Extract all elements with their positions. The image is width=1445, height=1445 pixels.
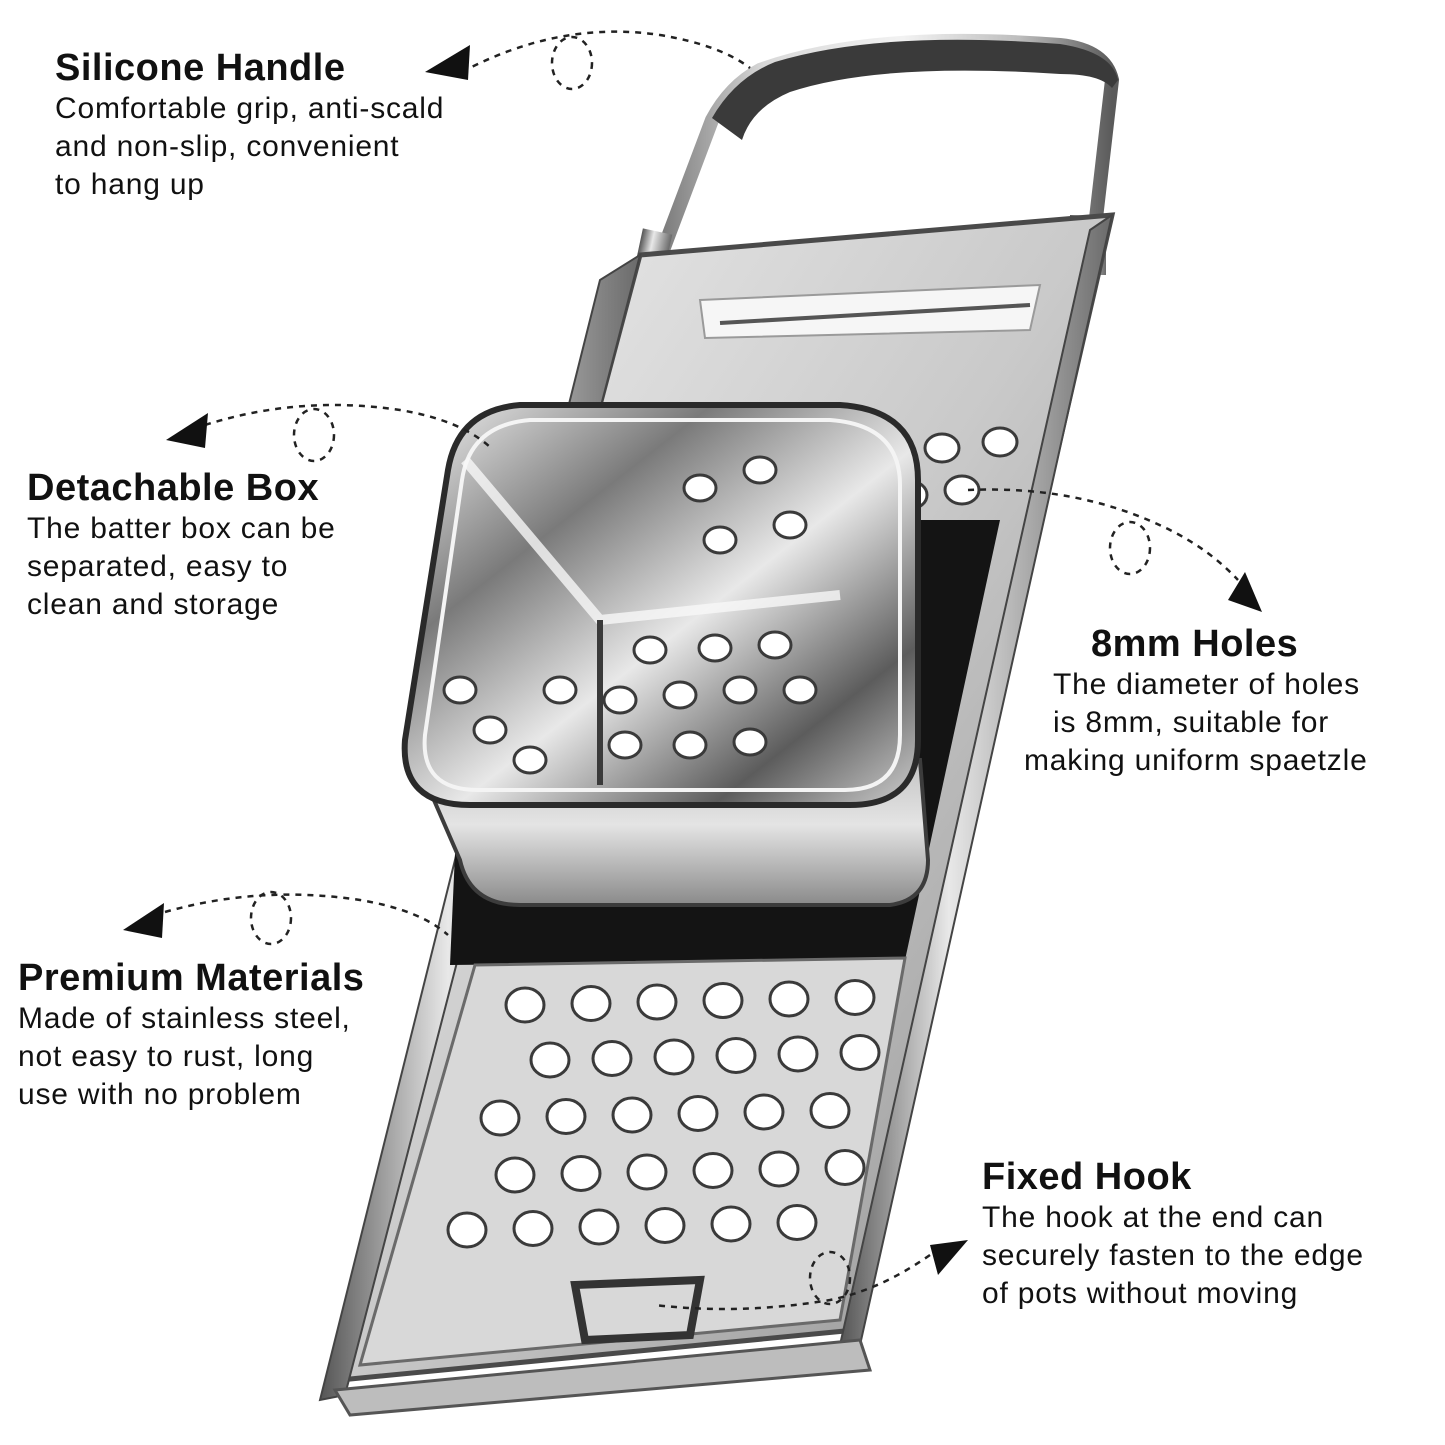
hole (512, 745, 548, 775)
hole (682, 473, 718, 503)
hole (777, 1035, 819, 1073)
description-line: The hook at the end can (982, 1201, 1324, 1234)
hole (839, 1034, 881, 1071)
lower-hole-grid (446, 979, 881, 1249)
hole (602, 685, 638, 715)
description-line: clean and storage (27, 588, 280, 621)
hole (653, 1038, 695, 1076)
feature-title: 8mm Holes (1091, 623, 1299, 665)
hole (772, 510, 808, 540)
feature-8mm-holes: 8mm Holes The diameter of holes is 8mm, … (1024, 622, 1368, 780)
feature-description: Made of stainless steel, not easy to rus… (18, 1000, 364, 1114)
hole (542, 675, 578, 705)
hole (494, 1156, 536, 1194)
hole (446, 1211, 488, 1249)
hole (545, 1098, 587, 1135)
hole (632, 635, 668, 665)
hole (644, 1207, 686, 1244)
feature-detachable-box: Detachable Box The batter box can be sep… (27, 466, 336, 624)
arrow-triangle-icon (166, 413, 208, 448)
hole (578, 1208, 620, 1246)
description-line: Made of stainless steel, (18, 1002, 351, 1035)
feature-title: Premium Materials (18, 957, 365, 999)
arrow-triangle-icon (123, 903, 164, 938)
description-line: of pots without moving (982, 1277, 1299, 1310)
callout-lines (164, 30, 1239, 1311)
feature-silicone-handle: Silicone Handle Comfortable grip, anti-s… (55, 46, 444, 204)
hole (662, 680, 698, 710)
hole (611, 1096, 653, 1134)
hole (782, 675, 818, 705)
hole (702, 982, 744, 1019)
hole (697, 633, 733, 663)
hole (722, 675, 758, 705)
description-line: making uniform spaetzle (1024, 744, 1368, 777)
arrow-triangle-icon (930, 1240, 968, 1275)
feature-description: The batter box can be separated, easy to… (27, 510, 336, 624)
hole (710, 1205, 752, 1243)
description-line: The batter box can be (27, 512, 336, 545)
hole (677, 1095, 719, 1132)
feature-description: Comfortable grip, anti-scald and non-sli… (55, 90, 444, 204)
hole (560, 1155, 602, 1192)
handle-grip (712, 39, 1118, 140)
description-line: separated, easy to (27, 550, 289, 583)
hole (607, 730, 643, 760)
dashed-loop-icon (292, 407, 336, 463)
hole (809, 1092, 851, 1129)
feature-description: The hook at the end can securely fasten … (982, 1199, 1364, 1313)
hole (504, 986, 546, 1024)
feature-premium-materials: Premium Materials Made of stainless stee… (18, 956, 364, 1114)
hole (743, 1093, 785, 1131)
box-hole-grid (442, 455, 818, 775)
description-line: to hang up (55, 168, 205, 201)
hole (692, 1152, 734, 1189)
arrow-triangle-icon (425, 45, 470, 80)
description-line: Comfortable grip, anti-scald (55, 92, 445, 125)
description-line: The diameter of holes (1053, 668, 1360, 701)
feature-title: Fixed Hook (982, 1156, 1192, 1198)
description-line: and non-slip, convenient (55, 130, 400, 163)
hole (742, 455, 778, 485)
hole (758, 1150, 800, 1188)
feature-description: The diameter of holes is 8mm, suitable f… (1024, 666, 1368, 780)
hole (943, 474, 981, 506)
feature-title: Detachable Box (27, 467, 320, 509)
fixed-hook (570, 1275, 705, 1345)
dashed-loop-icon (808, 1250, 852, 1306)
hole (732, 727, 768, 757)
feature-title: Silicone Handle (55, 47, 346, 89)
hole (672, 730, 708, 760)
hole (824, 1149, 866, 1186)
hole (529, 1041, 571, 1079)
detachable-box (401, 402, 931, 907)
description-line: use with no problem (18, 1078, 302, 1111)
description-line: not easy to rust, long (18, 1040, 315, 1073)
hole (472, 715, 508, 745)
hole (512, 1210, 554, 1247)
hole (702, 525, 738, 555)
hole (479, 1099, 521, 1137)
dashed-loop-icon (249, 890, 293, 946)
hole (636, 983, 678, 1021)
hole (757, 630, 793, 660)
hole (923, 432, 961, 464)
dashed-loop-icon (1108, 520, 1152, 576)
hole (715, 1037, 757, 1074)
callout-arrows (123, 45, 1262, 1275)
hole (768, 980, 810, 1018)
description-line: is 8mm, suitable for (1053, 706, 1330, 739)
description-line: securely fasten to the edge (982, 1239, 1364, 1272)
hole (442, 675, 478, 705)
feature-fixed-hook: Fixed Hook The hook at the end can secur… (982, 1155, 1364, 1313)
hole (591, 1040, 633, 1077)
hole (981, 426, 1019, 458)
arrow-triangle-icon (1228, 572, 1262, 612)
hole (570, 985, 612, 1022)
hole (626, 1153, 668, 1191)
dashed-loop-icon (550, 35, 594, 91)
hole (776, 1204, 818, 1241)
hole (834, 979, 876, 1016)
